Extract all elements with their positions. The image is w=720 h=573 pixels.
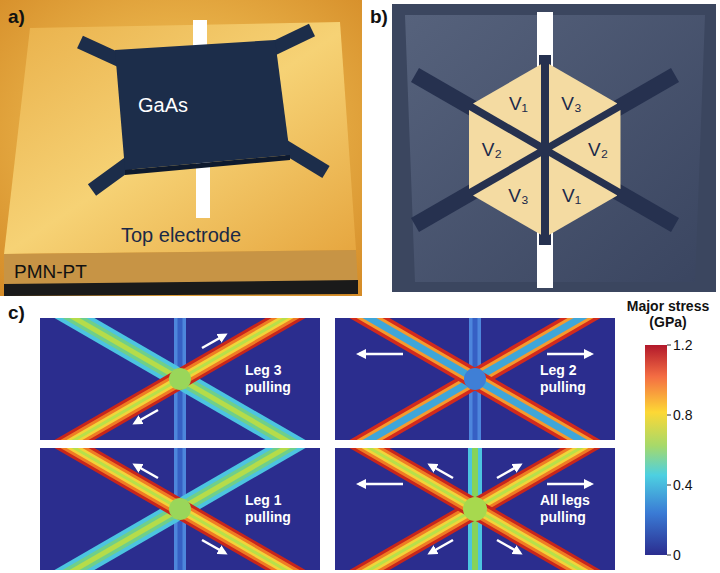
substrate-edge (4, 280, 358, 296)
leg-high (335, 448, 615, 570)
pull-arrow (497, 465, 520, 478)
leg-edge (335, 318, 615, 440)
stress-panel: Leg 2 pulling (335, 318, 615, 440)
center-spot (169, 368, 191, 390)
leg-high (335, 448, 615, 570)
center-spot (464, 368, 486, 390)
panel-caption-box: Leg 2 pulling (540, 362, 610, 396)
device-sketch (0, 0, 362, 296)
stress-panel: Leg 1 pulling (40, 448, 320, 570)
center-spot (169, 498, 191, 520)
colorbar-scale (645, 345, 667, 555)
leg-edge (335, 318, 615, 440)
leg-mid (40, 318, 320, 440)
leg-high (335, 448, 615, 570)
leg-high (335, 448, 615, 570)
panel-ground (0, 0, 362, 296)
tick-mark (667, 555, 671, 556)
tick-mark (667, 415, 671, 416)
panel-caption-box: Leg 3 pulling (245, 362, 315, 396)
tick-label: 0.8 (673, 407, 692, 423)
leg-high (335, 448, 615, 570)
leg-edge (335, 318, 615, 440)
leg-high (40, 448, 320, 570)
pull-arrow (430, 540, 453, 553)
panel-caption: Leg 3 pulling (245, 362, 315, 396)
electrode-label: Top electrode (0, 224, 362, 247)
pull-arrow (430, 465, 453, 478)
voltage-label: V₃ (561, 93, 581, 115)
membrane-edge (125, 155, 290, 175)
pull-arrow (135, 410, 158, 423)
leg-high (335, 448, 615, 570)
leg-edge (335, 318, 615, 440)
tick-label: 0.4 (673, 477, 692, 493)
leg-high (40, 318, 320, 440)
electrode-triangle: V₃ (473, 156, 542, 235)
material-label: GaAs (138, 94, 188, 117)
leg-high (40, 318, 320, 440)
leg-high (40, 318, 320, 440)
tick-mark (667, 345, 671, 346)
leg-edge (335, 318, 615, 440)
voltage-label: V₂ (482, 139, 502, 161)
leg-mid (40, 318, 320, 440)
triangle-outline (473, 156, 542, 235)
substrate-face (405, 15, 705, 282)
pull-arrow (135, 465, 158, 478)
panel-letter: c) (8, 302, 25, 324)
panel-caption: Leg 2 pulling (540, 362, 610, 396)
leg-mid (40, 448, 320, 570)
stress-map (7, 409, 353, 573)
leg-high (40, 448, 320, 570)
tick-mark (667, 485, 671, 486)
leg-high (335, 448, 615, 570)
leg-high (40, 448, 320, 570)
pull-arrow (359, 483, 403, 486)
panel-caption: Leg 1 pulling (245, 492, 315, 526)
colorbar (645, 345, 671, 555)
center-spot (463, 497, 487, 521)
electrode-triangle: V₁ (549, 156, 618, 235)
substrate-top (4, 22, 356, 254)
leg-mid (40, 448, 320, 570)
substrate-frame (392, 4, 716, 292)
top-electrode (537, 12, 553, 288)
leg-high (335, 448, 615, 570)
pull-arrow (202, 335, 225, 348)
voltage-label: V₁ (509, 93, 528, 115)
leg-high (40, 318, 320, 440)
panel-letter: b) (370, 6, 388, 28)
voltage-label: V₂ (588, 139, 608, 161)
pull-arrow (359, 353, 403, 356)
substrate-label: PMN-PT (14, 261, 87, 283)
colorbar-title: Major stress (GPa) (618, 298, 718, 330)
panel-caption-box: All legs pulling (540, 492, 610, 526)
leg-edge (335, 318, 615, 440)
tick-label: 0 (673, 547, 681, 563)
panel-caption: All legs pulling (540, 492, 610, 526)
leg-mid (40, 448, 320, 570)
electrode-layout (392, 4, 716, 292)
stress-map (302, 409, 648, 573)
panel-letter: a) (8, 6, 25, 28)
leg-mid (40, 318, 320, 440)
voltage-label: V₁ (562, 185, 581, 207)
pull-arrow (202, 540, 225, 553)
panel-caption-box: Leg 1 pulling (245, 492, 315, 526)
triangle-shape (549, 156, 618, 235)
pull-arrow (547, 483, 591, 486)
gaas-membrane (115, 40, 290, 170)
triangle-outline (549, 156, 618, 235)
leg-high (40, 448, 320, 570)
triangle-shape (473, 156, 542, 235)
stress-panel: All legs pulling (335, 448, 615, 570)
stress-panel: Leg 3 pulling (40, 318, 320, 440)
pull-arrow (497, 540, 520, 553)
tick-label: 1.2 (673, 337, 692, 353)
voltage-label: V₃ (508, 185, 528, 207)
pull-arrow (547, 353, 591, 356)
